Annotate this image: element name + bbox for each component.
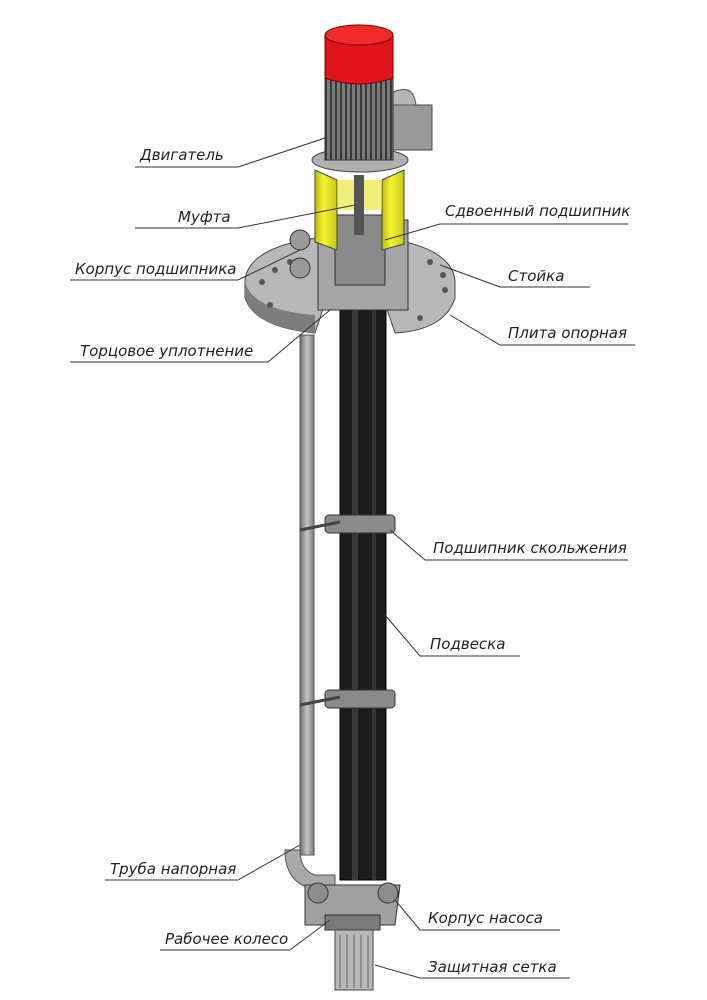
label-sleeve-bearing: Подшипник скольжения (433, 539, 627, 557)
label-suspension: Подвеска (430, 635, 505, 653)
label-stand: Стойка (508, 267, 564, 285)
pump-casing (304, 882, 401, 931)
label-double-bearing: Сдвоенный подшипник (445, 202, 630, 220)
leader-lines (70, 137, 635, 979)
strainer (334, 929, 374, 991)
sleeve-bearing-flanges (299, 514, 396, 709)
label-pump-casing: Корпус насоса (428, 909, 543, 927)
label-strainer: Защитная сетка (428, 958, 557, 976)
discharge-pipe (284, 334, 336, 890)
label-impeller: Рабочее колесо (165, 930, 288, 948)
label-coupling: Муфта (178, 208, 231, 226)
label-bearing-housing: Корпус подшипника (75, 260, 237, 278)
stand-lantern (311, 147, 409, 251)
suspension-column (339, 299, 387, 881)
label-discharge-pipe: Труба напорная (110, 860, 236, 878)
label-motor: Двигатель (139, 146, 224, 164)
label-mechanical-seal: Торцовое уплотнение (80, 342, 253, 360)
label-base-plate: Плита опорная (508, 324, 627, 342)
motor (324, 24, 433, 161)
